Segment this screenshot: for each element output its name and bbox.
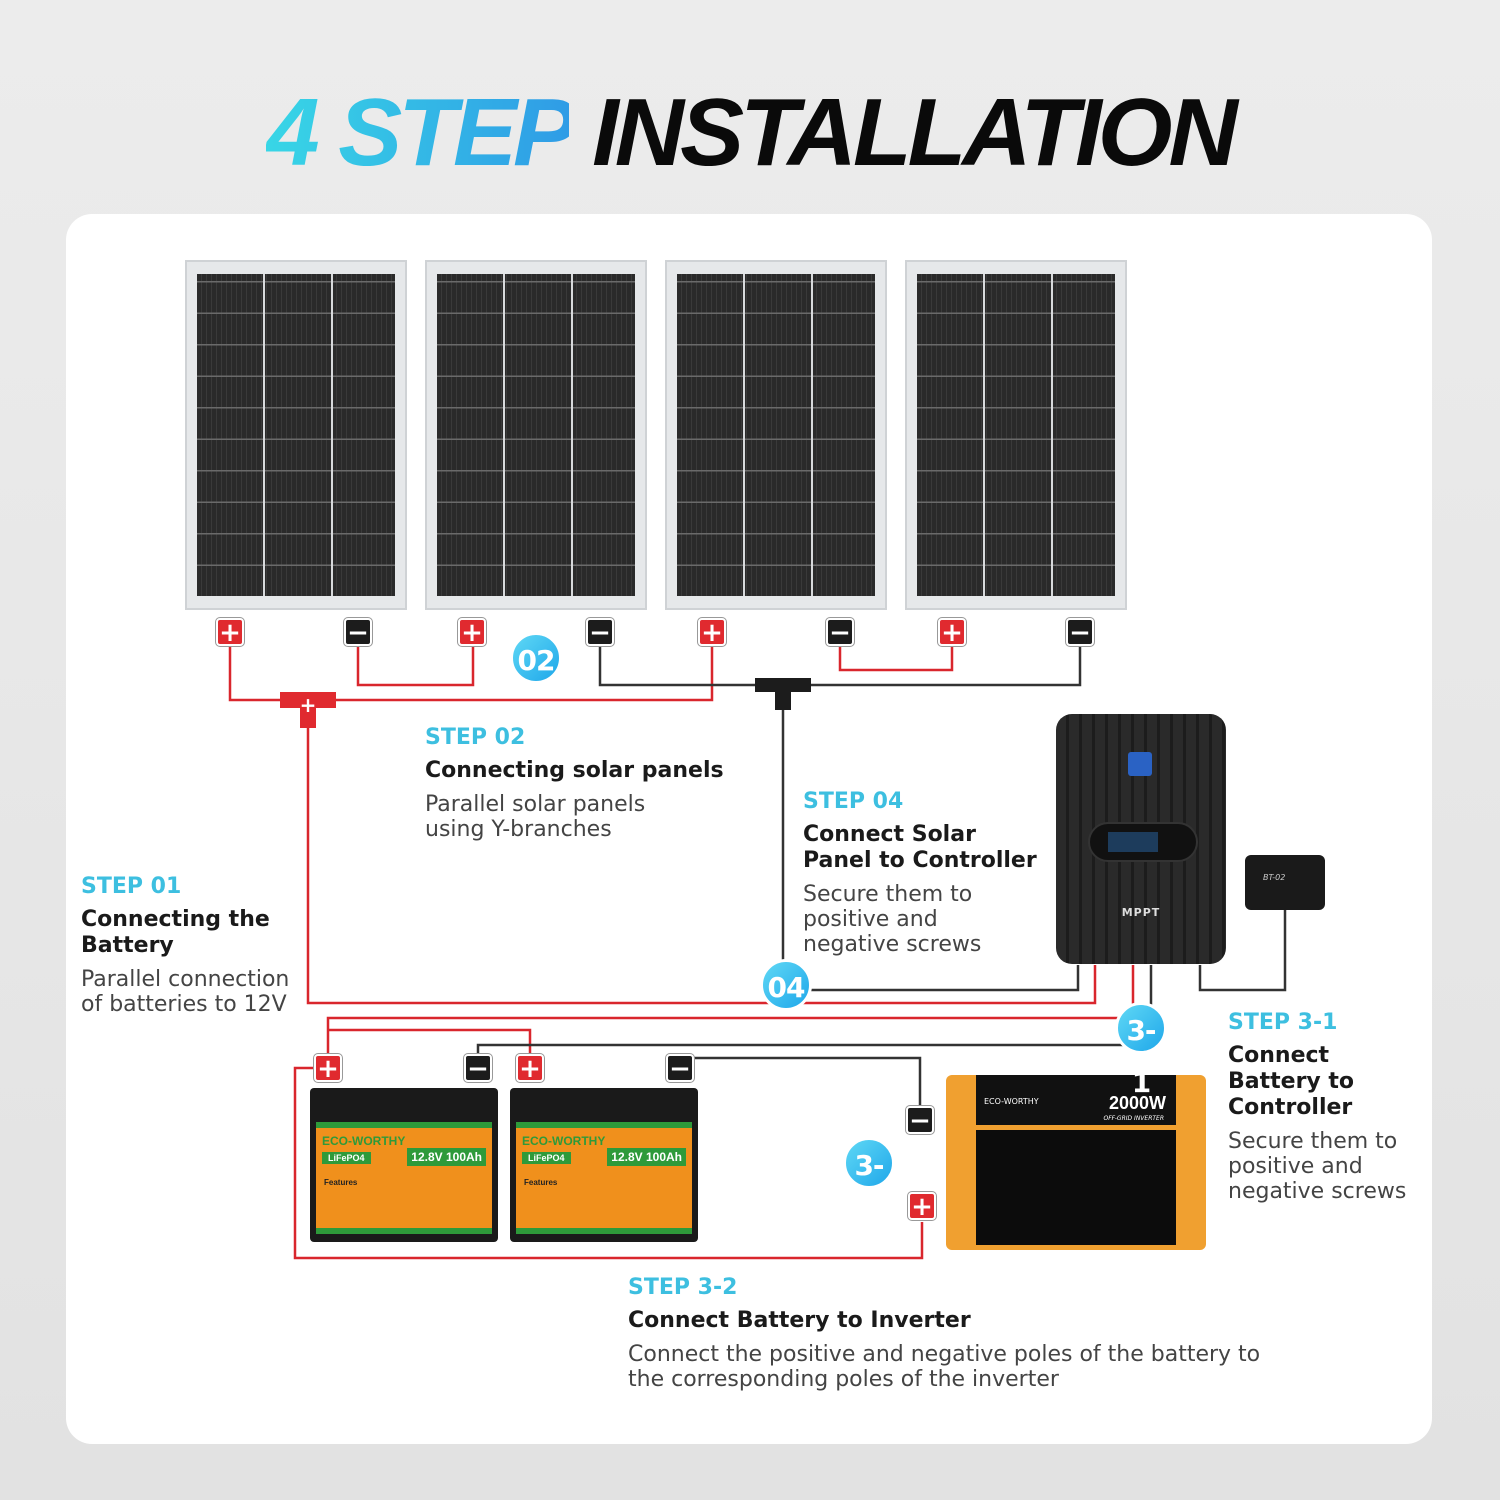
solar-panel-3 bbox=[665, 260, 887, 610]
step-3-2-text: STEP 3-2 Connect Battery to Inverter Con… bbox=[628, 1275, 1261, 1392]
negative-terminal-icon: − bbox=[826, 618, 854, 646]
step-04-text: STEP 04 Connect Solar Panel to Controlle… bbox=[803, 789, 1037, 957]
step-badge-3-2: 3-2 bbox=[843, 1137, 895, 1234]
negative-terminal-icon: − bbox=[906, 1106, 934, 1134]
mppt-controller: MPPT bbox=[1056, 714, 1226, 964]
step-badge-3-1: 3-1 bbox=[1115, 1002, 1167, 1099]
logo-icon bbox=[1128, 752, 1152, 776]
y-branch-negative bbox=[755, 678, 811, 710]
controller-display bbox=[1088, 822, 1198, 862]
positive-terminal-icon: + bbox=[938, 618, 966, 646]
positive-terminal-icon: + bbox=[698, 618, 726, 646]
solar-panel-1 bbox=[185, 260, 407, 610]
solar-panel-4 bbox=[905, 260, 1127, 610]
step-badge-04: 04 bbox=[760, 959, 812, 1011]
positive-wires bbox=[228, 645, 1135, 1260]
negative-terminal-icon: − bbox=[464, 1054, 492, 1082]
step-01-text: STEP 01 Connecting the Battery Parallel … bbox=[81, 874, 290, 1017]
negative-terminal-icon: − bbox=[666, 1054, 694, 1082]
positive-terminal-icon: + bbox=[516, 1054, 544, 1082]
negative-terminal-icon: − bbox=[344, 618, 372, 646]
positive-terminal-icon: + bbox=[314, 1054, 342, 1082]
positive-terminal-icon: + bbox=[908, 1192, 936, 1220]
negative-terminal-icon: − bbox=[1066, 618, 1094, 646]
svg-text:+: + bbox=[300, 693, 317, 717]
positive-terminal-icon: + bbox=[216, 618, 244, 646]
step-3-1-text: STEP 3-1 Connect Battery to Controller S… bbox=[1228, 1010, 1407, 1204]
positive-terminal-icon: + bbox=[458, 618, 486, 646]
page-title: 4 STEP INSTALLATION bbox=[266, 79, 1238, 186]
bluetooth-module: BT-02 bbox=[1245, 855, 1325, 910]
step-badge-02: 02 bbox=[510, 632, 562, 684]
y-branch-positive: + bbox=[280, 692, 336, 728]
solar-panel-2 bbox=[425, 260, 647, 610]
step-02-text: STEP 02 Connecting solar panels Parallel… bbox=[425, 725, 724, 842]
negative-terminal-icon: − bbox=[586, 618, 614, 646]
